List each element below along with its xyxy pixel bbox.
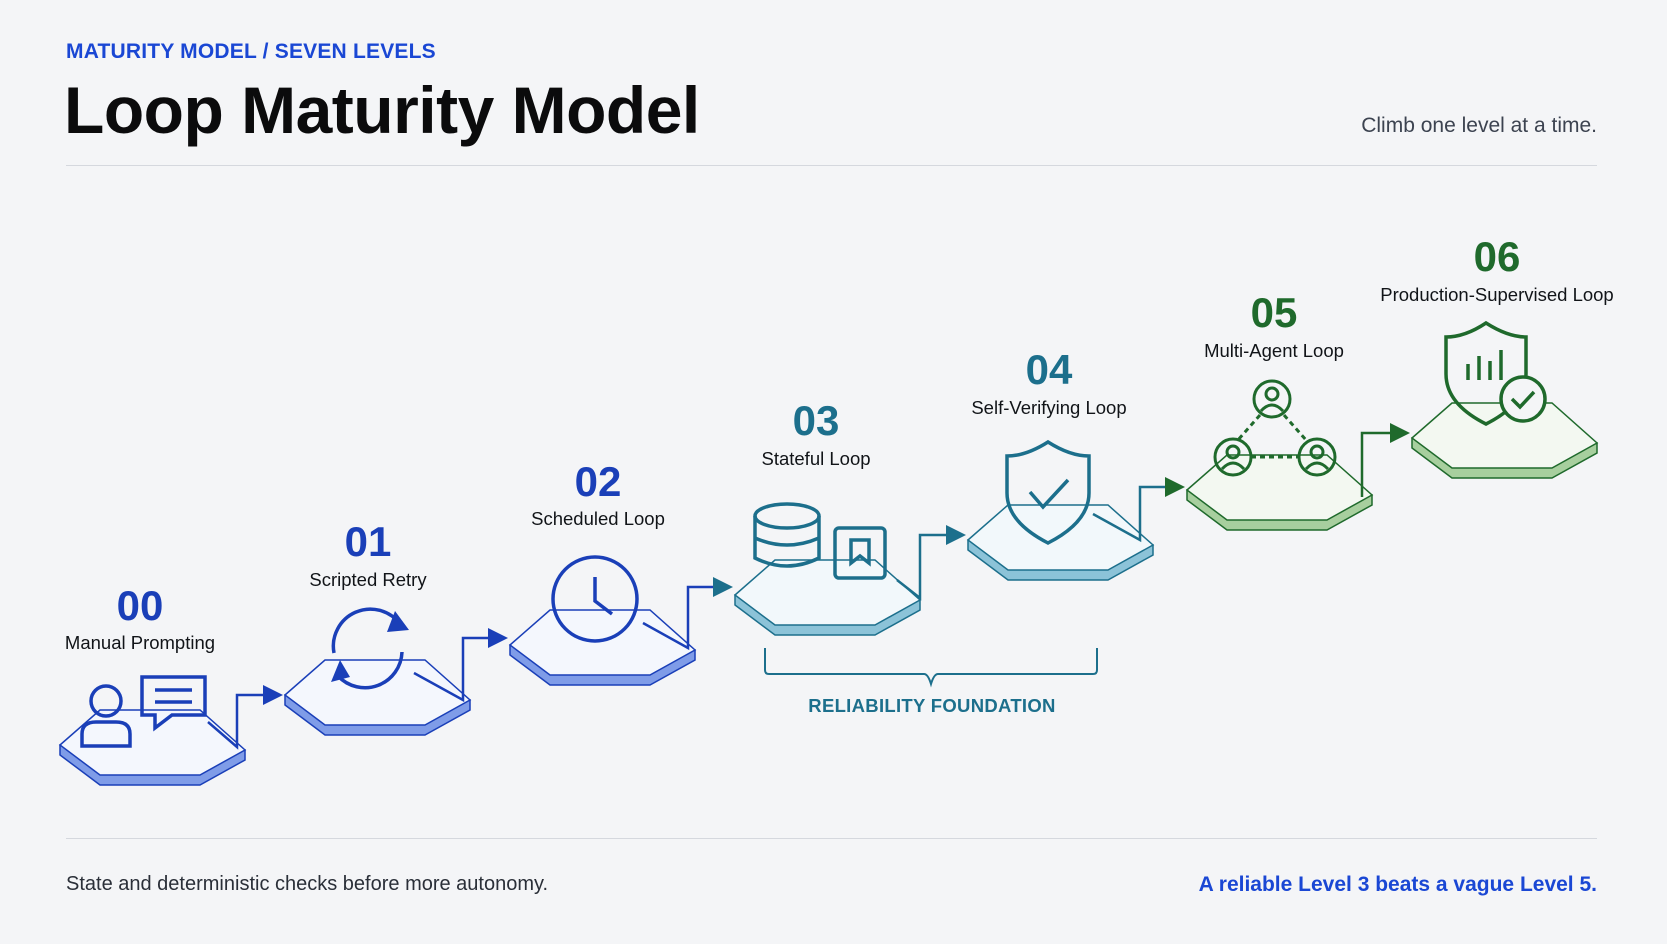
level-name-01: Scripted Retry (309, 569, 427, 590)
level-02: 02 Scheduled Loop (508, 458, 697, 686)
footer-takeaway: A reliable Level 3 beats a vague Level 5… (1198, 873, 1597, 896)
connector-05-06 (1360, 423, 1410, 497)
level-name-04: Self-Verifying Loop (971, 397, 1126, 418)
level-name-03: Stateful Loop (761, 448, 870, 469)
connector-02-03 (642, 577, 733, 651)
tagline: Climb one level at a time. (1361, 114, 1597, 137)
footer-note: State and deterministic checks before mo… (66, 873, 549, 895)
level-number-03: 03 (793, 397, 840, 444)
database-bookmark-icon (753, 502, 887, 580)
eyebrow-label: MATURITY MODEL / SEVEN LEVELS (66, 40, 436, 63)
level-number-06: 06 (1474, 233, 1521, 280)
header-divider (66, 165, 1597, 166)
agents-network-icon (1213, 379, 1337, 477)
footer-divider (66, 838, 1597, 839)
reliability-foundation-bracket: RELIABILITY FOUNDATION (764, 648, 1098, 716)
level-number-01: 01 (345, 518, 392, 565)
level-number-00: 00 (117, 582, 164, 629)
level-number-04: 04 (1026, 346, 1073, 393)
level-connectors (207, 423, 1410, 750)
level-number-05: 05 (1251, 289, 1298, 336)
level-name-05: Multi-Agent Loop (1204, 340, 1344, 361)
shield-chart-check-icon (1444, 320, 1547, 426)
shield-check-icon (1005, 439, 1091, 545)
level-01: 01 Scripted Retry (283, 518, 472, 736)
level-05: 05 Multi-Agent Loop (1185, 289, 1374, 531)
clock-icon (551, 555, 639, 643)
connector-01-02 (413, 628, 508, 703)
level-number-02: 02 (575, 458, 622, 505)
page-title: Loop Maturity Model (64, 73, 700, 147)
connector-04-05 (1092, 477, 1185, 543)
level-06: 06 Production-Supervised Loop (1380, 233, 1614, 479)
level-04: 04 Self-Verifying Loop (966, 346, 1155, 581)
refresh-cycle-icon (331, 607, 404, 690)
level-03: 03 Stateful Loop (733, 397, 922, 636)
level-00: 00 Manual Prompting (58, 582, 247, 786)
connector-00-01 (207, 685, 283, 750)
person-chat-icon (80, 675, 207, 748)
connector-03-04 (896, 525, 966, 601)
level-name-02: Scheduled Loop (531, 508, 665, 529)
reliability-foundation-label: RELIABILITY FOUNDATION (808, 695, 1055, 716)
level-name-00: Manual Prompting (65, 632, 215, 653)
level-name-06: Production-Supervised Loop (1380, 284, 1613, 305)
